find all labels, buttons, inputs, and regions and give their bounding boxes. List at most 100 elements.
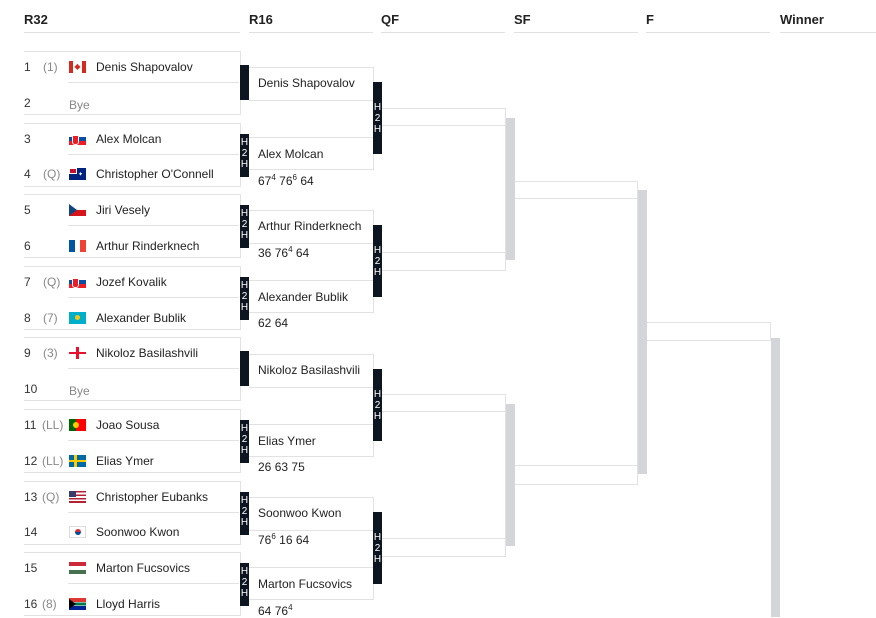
player-name[interactable]: Christopher O'Connell (96, 167, 214, 182)
r16-player-name[interactable]: Elias Ymer (258, 433, 316, 448)
h2h-letter: H (240, 158, 249, 170)
h2h-letter: H (373, 124, 382, 135)
r16-player-name[interactable]: Soonwoo Kwon (258, 505, 342, 520)
match-separator (68, 440, 239, 441)
qf-slot-line (382, 411, 506, 412)
tiebreak-score: 6 (271, 531, 276, 541)
seed-label: (Q) (42, 489, 60, 504)
player-name[interactable]: Nikoloz Basilashvili (96, 346, 199, 361)
h2h-letter: H (240, 279, 249, 291)
r32-match-box (24, 337, 241, 402)
r16-player-name[interactable]: Marton Fucsovics (258, 576, 353, 591)
h2h-letter: H (240, 230, 249, 242)
qf-match-placeholder (506, 404, 515, 546)
draw-position: 9 (24, 346, 31, 361)
r16-player-name[interactable]: Denis Shapovalov (258, 76, 355, 90)
r16-player-name[interactable]: Nikoloz Basilashvili (258, 362, 361, 377)
sf-slot-line (515, 181, 638, 182)
h2h-letter: 2 (241, 290, 248, 302)
h2h-letter: 2 (374, 256, 381, 268)
bye-label: Bye (69, 384, 90, 399)
draw-position: 5 (24, 203, 31, 218)
set-score: 26 (258, 459, 272, 474)
h2h-letter: 2 (374, 113, 381, 124)
r16-player-name[interactable]: Arthur Rinderknech (258, 219, 362, 234)
player-name[interactable]: Marton Fucsovics (96, 561, 191, 576)
round-header-underline (514, 32, 638, 33)
player-name[interactable]: Joao Sousa (96, 418, 160, 432)
draw-position: 13 (24, 489, 38, 504)
seed-label: (3) (43, 346, 58, 361)
set-score: 76 (274, 603, 289, 618)
r16-player-name[interactable]: Alex Molcan (258, 147, 324, 161)
player-name[interactable]: Elias Ymer (96, 453, 154, 468)
draw-position: 1 (24, 60, 31, 74)
draw-position: 12 (24, 453, 38, 468)
h2h-letter: 2 (374, 542, 381, 554)
set-score: 76 (279, 174, 293, 188)
r32-match-box (24, 409, 241, 473)
winner-placeholder (771, 338, 780, 617)
player-name[interactable]: Jiri Vesely (96, 203, 151, 218)
match-separator (249, 137, 373, 138)
player-name[interactable]: Alexander Bublik (96, 310, 187, 325)
tiebreak-score: 4 (288, 602, 293, 612)
match-score: 36 764 64 (258, 245, 309, 260)
player-name[interactable]: Lloyd Harris (96, 597, 161, 611)
match-score: 766 16 64 (258, 532, 309, 547)
set-score: 76 (274, 246, 289, 261)
player-name[interactable]: Christopher Eubanks (96, 489, 209, 504)
r16-player-name[interactable]: Alexander Bublik (258, 290, 349, 305)
tiebreak-score: 4 (271, 173, 276, 182)
flag-can-icon: ◆ (69, 61, 86, 73)
match-separator (68, 225, 239, 227)
r32-match-box (24, 122, 241, 187)
match-separator (68, 296, 239, 298)
match-separator (249, 243, 373, 245)
draw-position: 15 (24, 561, 38, 576)
set-score: 64 (295, 532, 310, 547)
r16-match-box (249, 210, 374, 314)
round-header-r32: R32 (24, 12, 48, 27)
r16-match-box (249, 496, 374, 600)
match-separator (68, 82, 239, 83)
player-name[interactable]: Alex Molcan (96, 131, 162, 146)
r16-match-box (249, 353, 374, 457)
seed-label: (Q) (43, 167, 61, 182)
walkover-marker (240, 351, 249, 387)
set-score: 64 (258, 603, 272, 618)
set-score: 67 (258, 174, 272, 188)
h2h-letter: H (373, 245, 382, 257)
match-score: 64 764 (258, 603, 293, 618)
qf-slot-line (382, 556, 506, 557)
draw-position: 6 (24, 239, 31, 253)
final-slot-line (647, 340, 770, 341)
match-score: 26 63 75 (258, 460, 305, 474)
draw-position: 8 (24, 310, 31, 325)
qf-connector (505, 108, 506, 270)
round-header-winner: Winner (780, 12, 824, 27)
match-separator (249, 529, 373, 531)
player-name[interactable]: Arthur Rinderknech (96, 239, 200, 253)
tiebreak-score: 4 (288, 245, 293, 255)
h2h-letter: H (240, 494, 249, 506)
player-name[interactable]: Denis Shapovalov (96, 60, 193, 74)
flag-swe-icon (69, 454, 86, 467)
h2h-letter: H (373, 102, 382, 113)
draw-position: 10 (24, 382, 38, 397)
match-separator (249, 423, 373, 425)
player-name[interactable]: Jozef Kovalik (96, 274, 167, 289)
set-score: 36 (258, 246, 272, 261)
flag-rsa-icon (69, 598, 86, 610)
player-name[interactable]: Soonwoo Kwon (96, 525, 180, 540)
